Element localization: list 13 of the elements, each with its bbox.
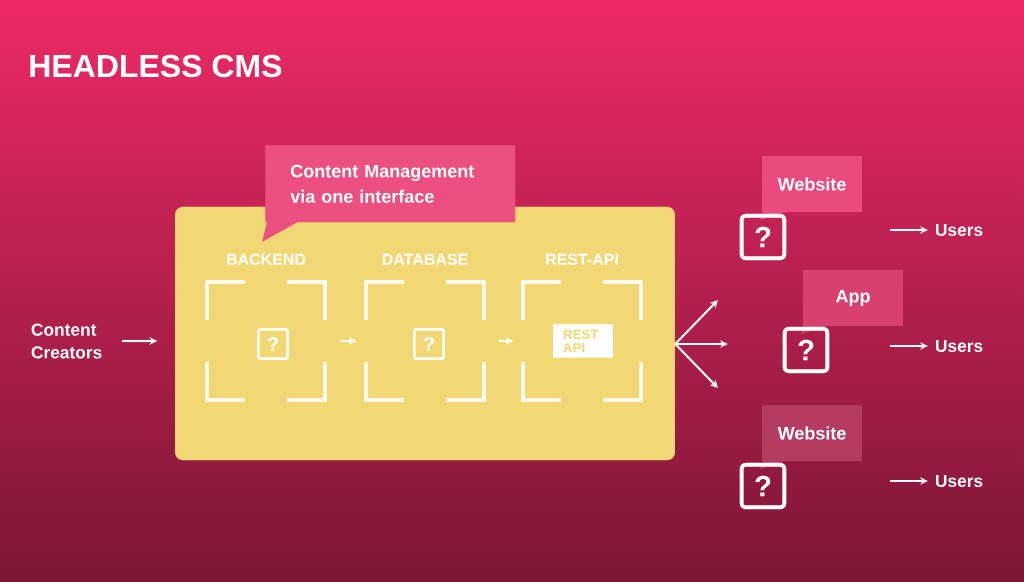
speech-bubble: App (801, 270, 903, 334)
cms-panel (175, 206, 675, 461)
title: HEADLESS CMS (30, 54, 282, 78)
label-text: Users (936, 474, 983, 488)
api-badge: REST API (553, 324, 613, 358)
label-text: Users (936, 339, 983, 353)
label-text: Users (936, 223, 983, 237)
speech-bubble: Website (760, 405, 862, 469)
arrow (674, 300, 718, 345)
speech-bubble: Content Management via one interface (262, 145, 516, 242)
speech-bubble: Website (760, 156, 862, 220)
label-text: Content Creators (31, 323, 102, 359)
arrow (674, 343, 718, 388)
